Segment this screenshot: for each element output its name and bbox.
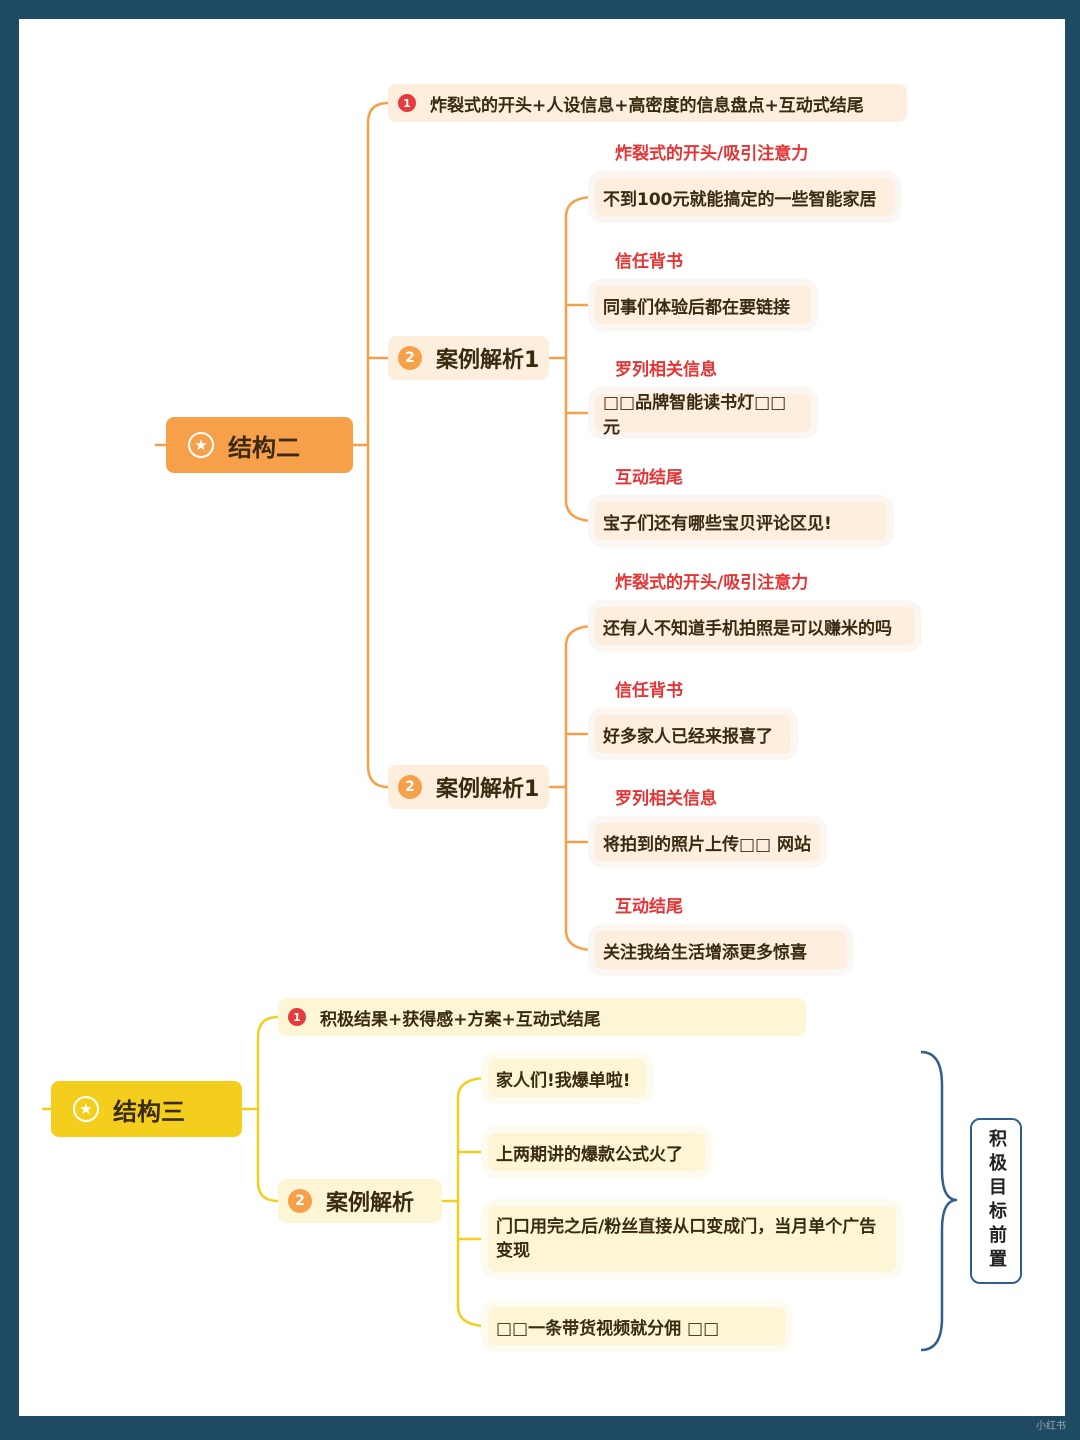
case-node: 2 案例解析1: [388, 765, 549, 809]
leaf-text: 将拍到的照片上传□□ 网站: [603, 834, 812, 855]
leaf-text: 还有人不知道手机拍照是可以赚米的吗: [603, 618, 892, 639]
number-badge: 2: [398, 346, 422, 370]
side-note-text: 积极目标前置: [986, 1129, 1007, 1273]
star-icon: ★: [73, 1096, 99, 1122]
leaf-node: 还有人不知道手机拍照是可以赚米的吗: [595, 607, 915, 645]
leaf-text: □□品牌智能读书灯□□ 元: [603, 393, 787, 438]
leaf-node: 将拍到的照片上传□□ 网站: [595, 823, 820, 861]
case-title: 案例解析1: [436, 348, 540, 373]
leaf-text: 门口用完之后/粉丝直接从口变成门，当月单个广告变现: [496, 1217, 877, 1261]
leaf-node: □□一条带货视频就分佣 □□: [488, 1307, 785, 1345]
leaf-text: 同事们体验后都在要链接: [603, 297, 790, 318]
leaf-node: 不到100元就能搞定的一些智能家居: [595, 178, 894, 216]
canvas: [19, 19, 1065, 1416]
root-node-structure2: ★ 结构二: [166, 417, 353, 473]
star-icon: ★: [188, 432, 214, 458]
leaf-node: 同事们体验后都在要链接: [595, 286, 811, 324]
summary-text: 积极结果+获得感+方案+互动式结尾: [320, 1009, 601, 1030]
leaf-category-label: 信任背书: [615, 681, 683, 701]
number-badge: 1: [398, 94, 416, 112]
leaf-category-label: 炸裂式的开头/吸引注意力: [615, 144, 809, 164]
number-badge: 2: [398, 775, 422, 799]
leaf-text: 好多家人已经来报喜了: [603, 726, 773, 747]
leaf-node: 家人们!我爆单啦!: [488, 1059, 646, 1097]
leaf-node: □□品牌智能读书灯□□ 元: [595, 393, 811, 438]
leaf-category-label: 炸裂式的开头/吸引注意力: [615, 573, 809, 593]
number-badge: 2: [288, 1189, 312, 1213]
leaf-category-label: 罗列相关信息: [615, 789, 717, 809]
leaf-text: 宝子们还有哪些宝贝评论区见!: [603, 513, 832, 534]
leaf-node: 上两期讲的爆款公式火了: [488, 1133, 705, 1171]
leaf-node: 关注我给生活增添更多惊喜: [595, 931, 846, 969]
case-title: 案例解析: [326, 1191, 415, 1216]
case-title: 案例解析1: [436, 777, 540, 802]
leaf-node: 宝子们还有哪些宝贝评论区见!: [595, 502, 887, 540]
leaf-node: 门口用完之后/粉丝直接从口变成门，当月单个广告变现: [488, 1206, 896, 1272]
leaf-category-label: 互动结尾: [615, 468, 683, 488]
side-note-box: 积极目标前置: [970, 1118, 1022, 1284]
summary-node-structure2: 1 炸裂式的开头+人设信息+高密度的信息盘点+互动式结尾: [388, 84, 907, 122]
root-label: 结构二: [228, 433, 300, 462]
leaf-category-label: 罗列相关信息: [615, 360, 717, 380]
leaf-category-label: 互动结尾: [615, 897, 683, 917]
leaf-text: □□一条带货视频就分佣 □□: [496, 1318, 720, 1339]
root-node-structure3: ★ 结构三: [51, 1081, 242, 1137]
case-node: 2 案例解析: [278, 1179, 442, 1223]
leaf-text: 关注我给生活增添更多惊喜: [603, 942, 807, 963]
leaf-category-label: 信任背书: [615, 252, 683, 272]
curly-brace: [920, 1050, 958, 1352]
summary-node-structure3: 1 积极结果+获得感+方案+互动式结尾: [278, 998, 806, 1036]
leaf-node: 好多家人已经来报喜了: [595, 715, 791, 753]
summary-text: 炸裂式的开头+人设信息+高密度的信息盘点+互动式结尾: [430, 95, 864, 116]
leaf-text: 不到100元就能搞定的一些智能家居: [603, 189, 877, 210]
number-badge: 1: [288, 1008, 306, 1026]
leaf-text: 上两期讲的爆款公式火了: [496, 1144, 683, 1165]
root-label: 结构三: [113, 1097, 185, 1126]
leaf-text: 家人们!我爆单啦!: [496, 1070, 631, 1091]
watermark: 小红书: [1036, 1421, 1066, 1432]
case-node: 2 案例解析1: [388, 336, 549, 380]
